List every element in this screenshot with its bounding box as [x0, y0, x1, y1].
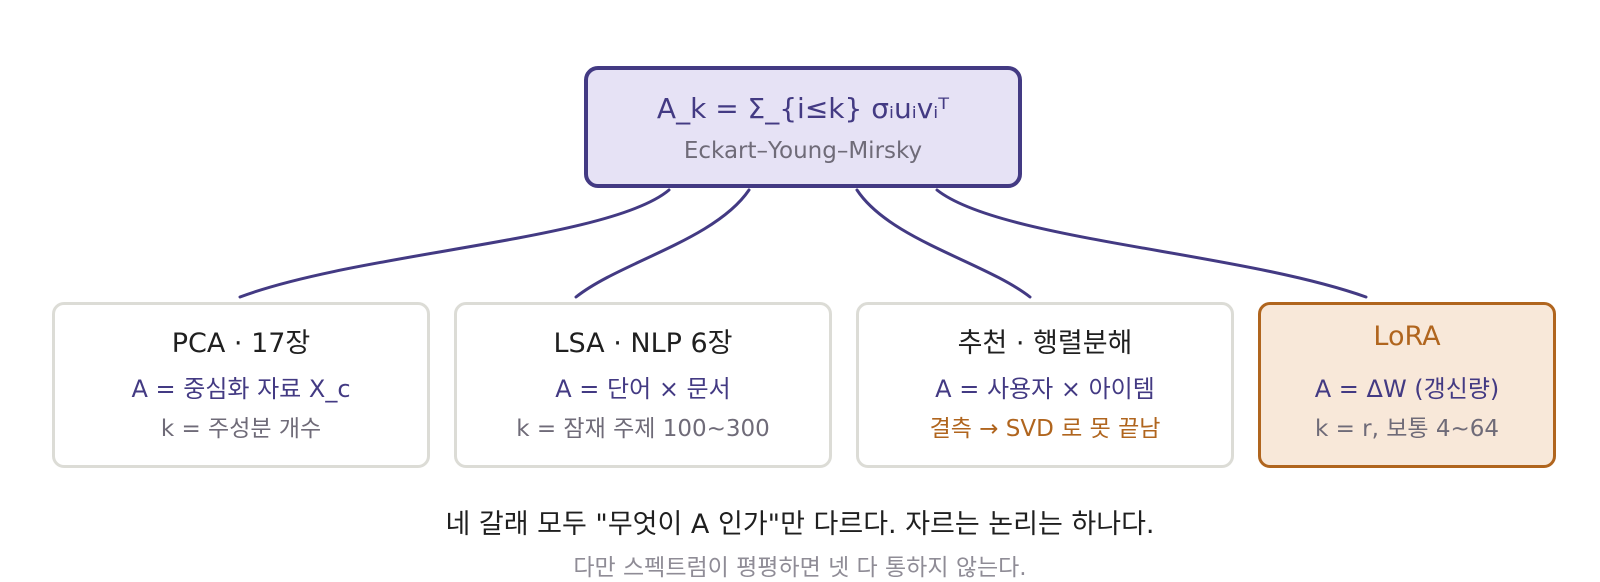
branch-title: PCA · 17장 [171, 328, 311, 359]
branch-lora: LoRA A = ΔW (갱신량) k = r, 보통 4~64 [1258, 302, 1556, 468]
branch-title: LoRA [1373, 321, 1441, 352]
root-subtitle: Eckart–Young–Mirsky [683, 138, 923, 164]
connector-recommendation [855, 188, 1032, 299]
caption-main: 네 갈래 모두 "무엇이 A 인가"만 다르다. 자르는 논리는 하나다. [445, 509, 1155, 540]
branch-warning: 결측 → SVD 로 못 끝남 [929, 416, 1161, 442]
branch-recommendation: 추천 · 행렬분해 A = 사용자 × 아이템 결측 → SVD 로 못 끝남 [856, 302, 1234, 468]
caption-sub: 다만 스펙트럼이 평평하면 넷 다 통하지 않는다. [573, 555, 1027, 581]
branch-rank: k = 잠재 주제 100~300 [516, 416, 770, 442]
branch-pca: PCA · 17장 A = 중심화 자료 X_c k = 주성분 개수 [52, 302, 430, 468]
branch-lsa: LSA · NLP 6장 A = 단어 × 문서 k = 잠재 주제 100~3… [454, 302, 832, 468]
branch-matrix: A = 단어 × 문서 [555, 375, 731, 403]
branch-matrix: A = 사용자 × 아이템 [935, 375, 1155, 403]
connector-lora [935, 188, 1368, 299]
branch-title: LSA · NLP 6장 [553, 328, 733, 359]
connector-lsa [574, 188, 751, 299]
connector-pca [238, 188, 671, 299]
branch-rank: k = r, 보통 4~64 [1314, 416, 1500, 442]
branch-rank: k = 주성분 개수 [160, 416, 322, 442]
root-node: A_k = Σ_{i≤k} σᵢuᵢvᵢᵀ Eckart–Young–Mirsk… [584, 66, 1022, 188]
branch-matrix: A = 중심화 자료 X_c [131, 375, 351, 403]
branch-title: 추천 · 행렬분해 [957, 328, 1133, 359]
branch-matrix: A = ΔW (갱신량) [1314, 375, 1500, 403]
root-formula: A_k = Σ_{i≤k} σᵢuᵢvᵢᵀ [656, 92, 950, 125]
